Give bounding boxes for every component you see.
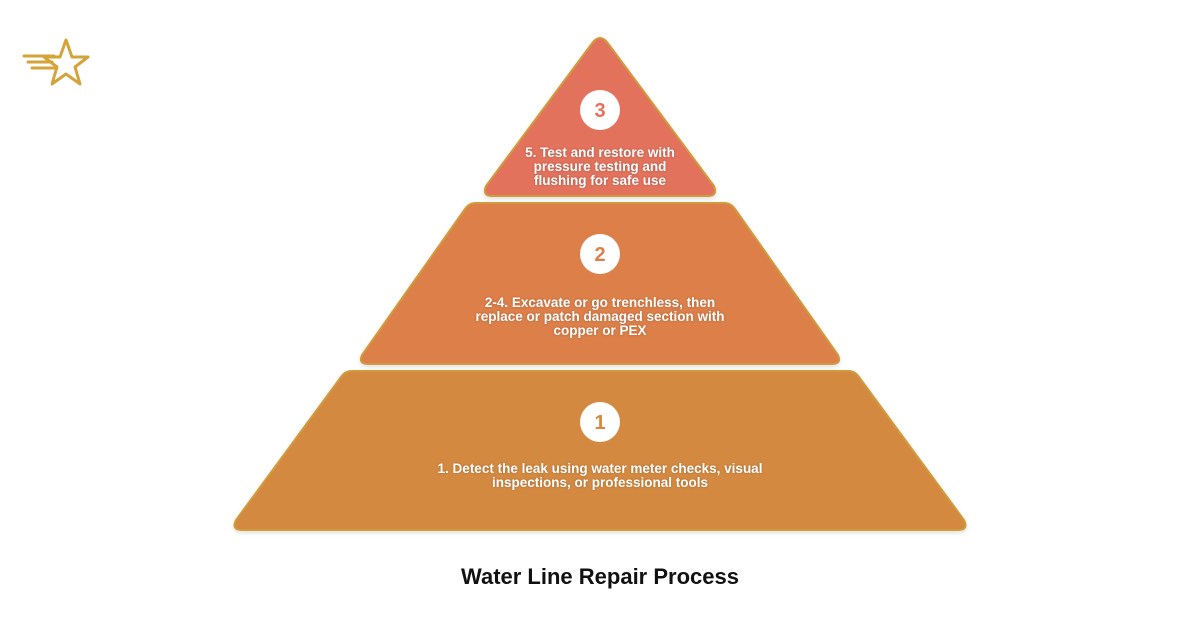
step-number-2: 2 [594, 244, 605, 266]
step-badge-2: 2 [580, 234, 620, 274]
step-badge-3: 3 [580, 90, 620, 130]
pyramid-tier-1 [233, 370, 967, 531]
tier-3-text: 5. Test and restore with pressure testin… [525, 145, 675, 188]
step-number-1: 1 [594, 412, 605, 434]
shooting-star-icon [22, 38, 90, 86]
step-badge-1: 1 [580, 402, 620, 442]
pyramid-tier-2 [359, 202, 841, 365]
tier-2-text: 2-4. Excavate or go trenchless, then rep… [475, 295, 725, 338]
diagram-title: Water Line Repair Process [461, 564, 739, 589]
step-number-3: 3 [594, 100, 605, 122]
tier-1-text: 1. Detect the leak using water meter che… [437, 461, 763, 490]
